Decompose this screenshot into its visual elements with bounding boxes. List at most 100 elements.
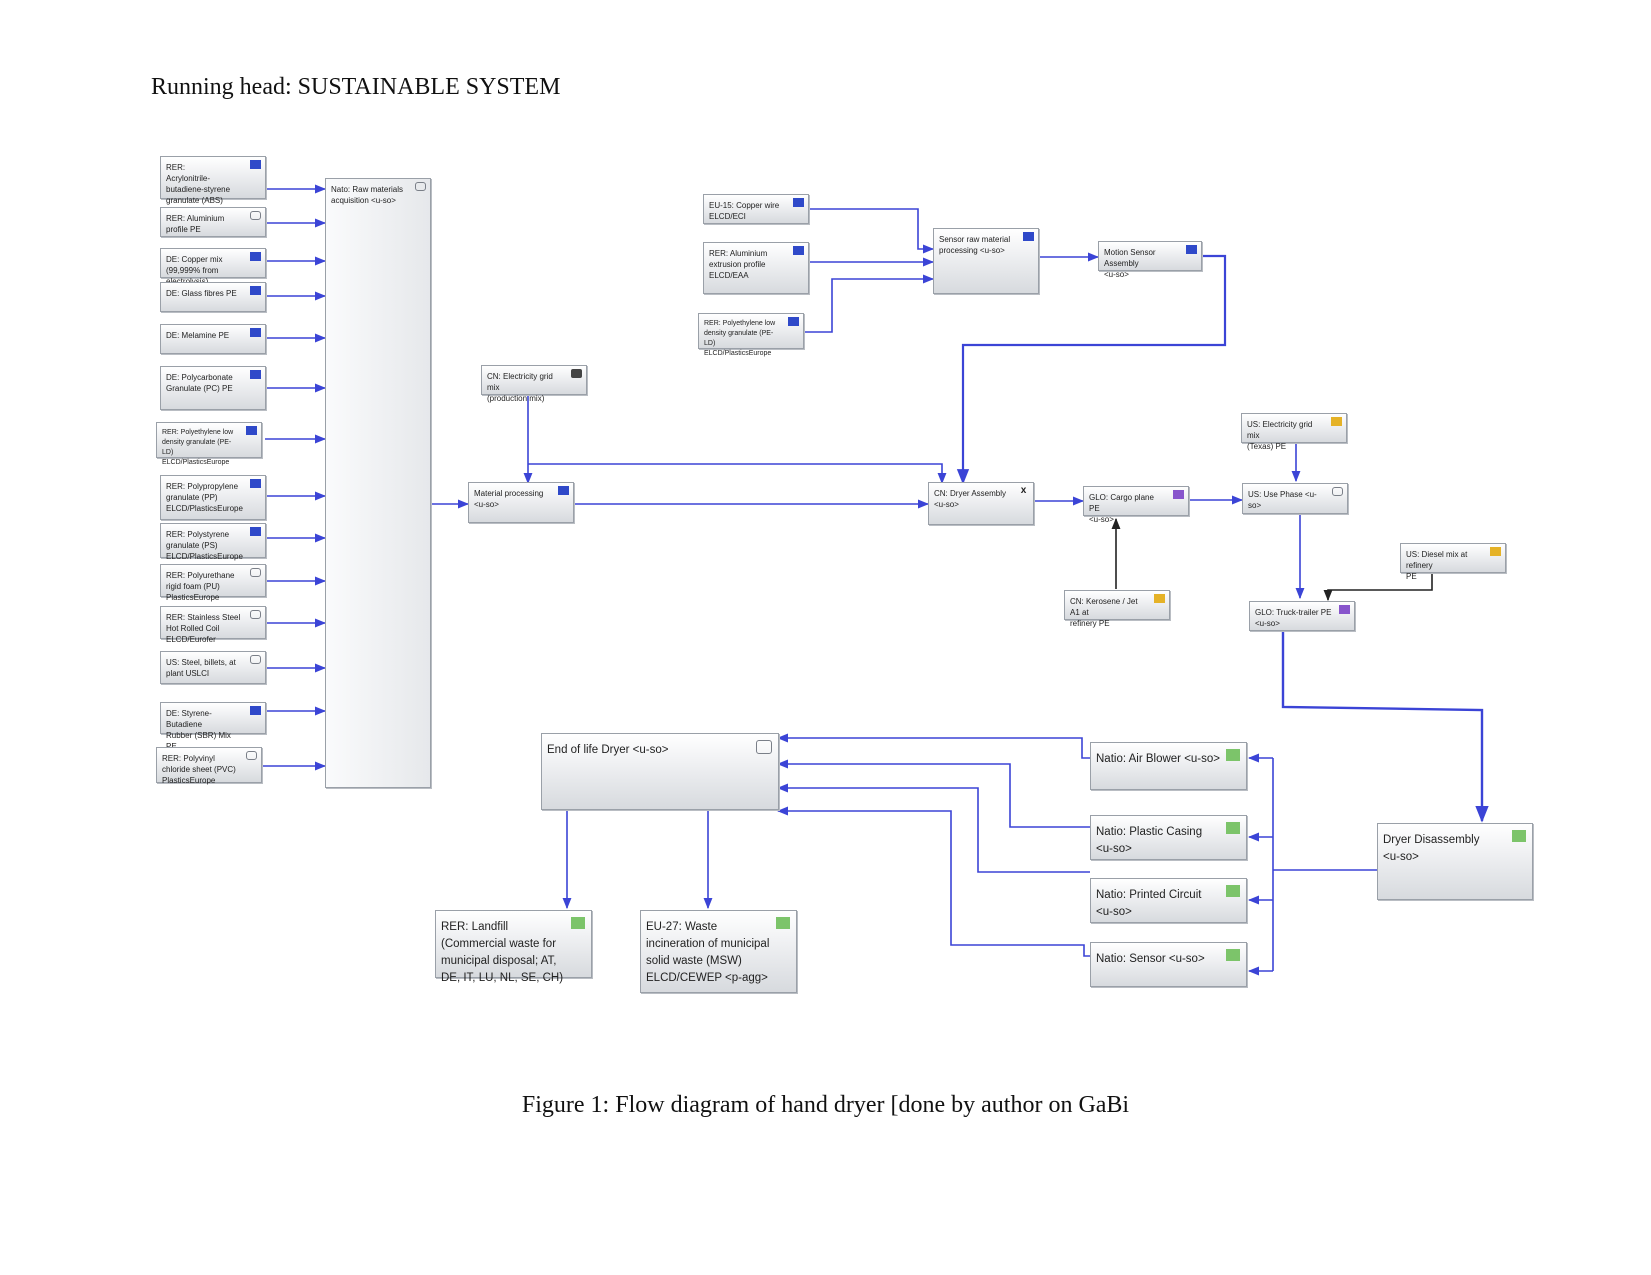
node-copper-wire[interactable]: EU-15: Copper wire ELCD/ECI [703,194,809,224]
chain-link-icon [246,751,257,760]
node-polyurethane[interactable]: RER: Polyurethane rigid foam (PU) Plasti… [160,564,266,602]
node-dryer-assembly[interactable]: CN: Dryer Assembly <u-so>x [928,482,1034,525]
node-aluminium-profile[interactable]: RER: Aluminium profile PE [160,207,266,237]
node-pvc[interactable]: RER: Polyvinyl chloride sheet (PVC) Plas… [156,747,262,785]
node-label: RER: Polypropylene granulate (PP) ELCD/P… [166,482,243,513]
node-melamine[interactable]: DE: Melamine PE [160,324,266,354]
node-label: US: Steel, billets, at plant USLCI [166,658,236,678]
node-air-blower[interactable]: Natio: Air Blower <u-so> [1090,742,1247,790]
process-icon [250,252,261,261]
chain-link-icon [250,211,261,220]
chain-link-icon [250,655,261,664]
node-label: Natio: Plastic Casing <u-so> [1096,826,1203,855]
flow-cn-electricity-assembly [528,463,947,485]
node-cargo-plane[interactable]: GLO: Cargo plane PE <u-so> [1083,486,1189,524]
node-stainless-steel[interactable]: RER: Stainless Steel Hot Rolled Coil ELC… [160,606,266,644]
node-label: Natio: Sensor <u-so> [1096,953,1205,965]
node-label: RER: Polystyrene granulate (PS) ELCD/Pla… [166,530,243,561]
node-label: End of life Dryer <u-so> [547,744,669,756]
node-kerosene[interactable]: CN: Kerosene / Jet A1 at refinery PE [1064,590,1170,628]
node-diesel[interactable]: US: Diesel mix at refinery PE [1400,543,1506,581]
process-icon [1490,547,1501,556]
node-sensor-raw-processing[interactable]: Sensor raw material processing <u-so> [933,228,1039,294]
running-head: Running head: SUSTAINABLE SYSTEM [151,74,561,100]
node-raw-materials[interactable]: Nato: Raw materials acquisition <u-so> [325,178,431,788]
node-label: Nato: Raw materials acquisition <u-so> [331,185,404,205]
node-end-of-life-dryer[interactable]: End of life Dryer <u-so> [541,733,779,810]
process-icon [1173,490,1184,499]
flow-printed-circuit-to-eol [776,783,1090,873]
gear-icon [1512,830,1526,842]
flow-plastic-casing-to-eol [776,759,1090,828]
node-pe-ld-sensor[interactable]: RER: Polyethylene low density granulate … [698,313,804,357]
process-icon [1339,605,1350,614]
node-use-phase[interactable]: US: Use Phase <u-so> [1242,483,1348,514]
node-label: DE: Copper mix (99,999% from electrolysi… [166,255,223,286]
node-copper-mix[interactable]: DE: Copper mix (99,999% from electrolysi… [160,248,266,286]
node-polycarbonate[interactable]: DE: Polycarbonate Granulate (PC) PE [160,366,266,410]
process-icon [793,246,804,255]
node-msw-incineration[interactable]: EU-27: Waste incineration of municipal s… [640,910,797,993]
node-label: DE: Glass fibres PE [166,289,237,298]
process-icon [250,160,261,169]
node-label: RER: Aluminium profile PE [166,214,225,234]
node-label: CN: Kerosene / Jet A1 at refinery PE [1070,597,1138,628]
node-glass-fibres[interactable]: DE: Glass fibres PE [160,282,266,312]
process-icon [246,426,257,435]
chain-link-icon [250,610,261,619]
node-abs[interactable]: RER: Acrylonitrile-butadiene-styrene gra… [160,156,266,205]
process-icon [558,486,569,495]
process-icon [788,317,799,326]
flow-air-blower-to-eol [776,733,1090,759]
node-label: RER: Polyurethane rigid foam (PU) Plasti… [166,571,235,602]
flow-sensor-to-eol [776,806,1090,957]
process-icon [1186,245,1197,254]
node-label: RER: Acrylonitrile-butadiene-styrene gra… [166,163,231,205]
node-us-electricity[interactable]: US: Electricity grid mix (Texas) PE [1241,413,1347,451]
node-motion-sensor[interactable]: Motion Sensor Assembly <u-so> [1098,241,1202,279]
node-truck-trailer[interactable]: GLO: Truck-trailer PE <u-so> [1249,601,1355,631]
process-icon [1331,417,1342,426]
node-material-processing[interactable]: Material processing <u-so> [468,482,574,523]
node-label: Material processing <u-so> [474,489,544,509]
node-steel-billets[interactable]: US: Steel, billets, at plant USLCI [160,651,266,684]
gear-icon [776,917,790,929]
node-polypropylene[interactable]: RER: Polypropylene granulate (PP) ELCD/P… [160,475,266,520]
node-polystyrene[interactable]: RER: Polystyrene granulate (PS) ELCD/Pla… [160,523,266,561]
node-label: CN: Dryer Assembly <u-so> [934,489,1007,509]
process-icon [250,527,261,536]
process-icon [1023,232,1034,241]
gear-icon [1226,822,1240,834]
node-printed-circuit[interactable]: Natio: Printed Circuit <u-so> [1090,878,1247,923]
node-landfill[interactable]: RER: Landfill (Commercial waste for muni… [435,910,592,984]
node-label: Sensor raw material processing <u-so> [939,235,1011,255]
node-label: Dryer Disassembly <u-so> [1383,834,1480,863]
node-label: RER: Polyethylene low density granulate … [704,320,776,357]
gear-icon [571,917,585,929]
node-label: DE: Styrene-Butadiene Rubber (SBR) Mix P… [166,709,231,751]
gear-icon [1226,885,1240,897]
chain-link-icon [250,568,261,577]
node-pe-ld[interactable]: RER: Polyethylene low density granulate … [156,422,262,466]
process-icon [250,706,261,715]
flow-copper-wire [808,208,935,254]
node-label: Natio: Printed Circuit <u-so> [1096,889,1202,918]
chain-link-icon [1332,487,1343,496]
node-label: US: Use Phase <u-so> [1248,490,1317,510]
flow-pe-ld-sensor [804,274,935,333]
node-cn-electricity[interactable]: CN: Electricity grid mix (production mix… [481,365,587,403]
node-sensor[interactable]: Natio: Sensor <u-so> [1090,942,1247,987]
plug-icon [571,369,582,378]
chain-link-icon [756,740,772,754]
node-aluminium-extrusion[interactable]: RER: Aluminium extrusion profile ELCD/EA… [703,242,809,294]
gear-icon [1226,949,1240,961]
node-label: GLO: Truck-trailer PE <u-so> [1255,608,1332,628]
node-dryer-disassembly[interactable]: Dryer Disassembly <u-so> [1377,823,1533,900]
process-icon [250,370,261,379]
node-label: RER: Stainless Steel Hot Rolled Coil ELC… [166,613,241,644]
node-plastic-casing[interactable]: Natio: Plastic Casing <u-so> [1090,815,1247,860]
figure-caption: Figure 1: Flow diagram of hand dryer [do… [521,1092,1130,1118]
node-label: RER: Aluminium extrusion profile ELCD/EA… [709,249,768,280]
process-icon [250,286,261,295]
node-sbr[interactable]: DE: Styrene-Butadiene Rubber (SBR) Mix P… [160,702,266,751]
